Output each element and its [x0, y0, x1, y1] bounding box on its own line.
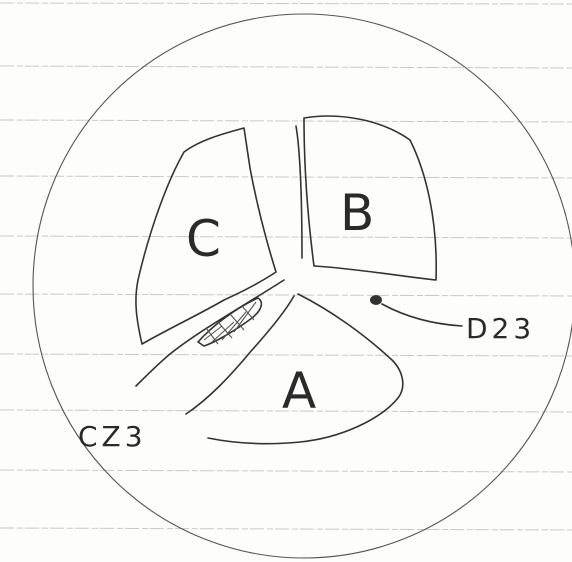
ruled-line	[0, 354, 572, 356]
outer-circle	[33, 14, 572, 558]
leaflet-b-label: B	[340, 184, 374, 242]
ruled-line	[0, 176, 572, 178]
hatch-marks	[204, 302, 256, 344]
ruled-line	[0, 294, 572, 296]
ruled-line	[0, 470, 572, 472]
cz3-label: CZ3	[78, 420, 147, 453]
commissure-bc	[296, 126, 302, 258]
d23-label: D23	[466, 312, 535, 345]
d23-marker-dot	[370, 295, 382, 305]
ruled-line	[0, 120, 572, 122]
leaflet-a-label: A	[282, 362, 316, 420]
hatched-lesion	[198, 298, 261, 346]
ruled-line	[0, 66, 572, 68]
leaflet-c-label: C	[186, 210, 221, 268]
ruled-line	[0, 236, 572, 238]
ruled-line	[0, 3, 572, 4]
d23-leader-line	[382, 304, 462, 326]
ruled-line	[0, 528, 572, 530]
